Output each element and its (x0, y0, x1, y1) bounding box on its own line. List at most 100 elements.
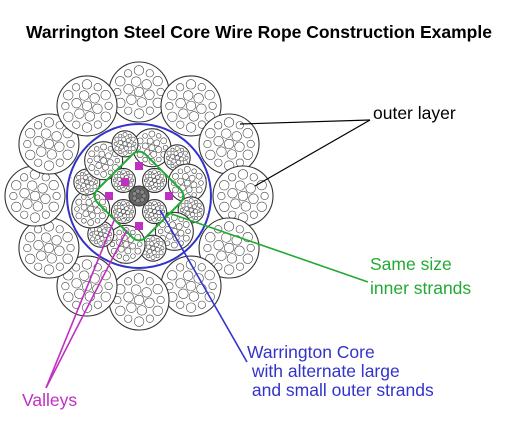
wire (9, 192, 18, 201)
wire (130, 136, 136, 142)
wire (84, 189, 90, 194)
outer-layer-leader-2 (254, 119, 371, 187)
wire (103, 224, 108, 228)
wire (80, 172, 85, 176)
wire (230, 198, 241, 209)
wire (204, 89, 215, 101)
wire (124, 69, 133, 78)
warrington-core-label-line-3: and small outer strands (247, 380, 434, 400)
wire (158, 228, 164, 235)
wire (124, 314, 133, 323)
wire (188, 291, 199, 302)
wire (74, 206, 80, 212)
wire (149, 181, 154, 186)
wire (182, 221, 190, 228)
wire (106, 159, 114, 166)
valley-marker (121, 178, 129, 186)
wire (185, 280, 197, 292)
wire (179, 156, 185, 162)
wire (88, 164, 96, 171)
wire (185, 210, 191, 216)
wire (177, 177, 185, 185)
wire (118, 133, 123, 138)
wire (188, 111, 199, 122)
wire (36, 146, 47, 157)
wire (190, 181, 198, 189)
wire (129, 242, 137, 250)
wire (124, 206, 129, 211)
wire (126, 94, 137, 105)
wire (166, 160, 172, 165)
wire (260, 191, 269, 200)
wire (105, 152, 112, 160)
wire (151, 205, 156, 210)
wire (128, 182, 134, 187)
wire (114, 146, 120, 151)
wire (205, 232, 216, 243)
wire (182, 234, 190, 242)
wire (118, 150, 123, 154)
wire (130, 146, 136, 151)
wire (99, 198, 106, 206)
wire (122, 132, 128, 137)
wire (122, 141, 128, 147)
wire (66, 139, 75, 148)
wire (234, 245, 245, 256)
wire (175, 278, 186, 289)
wire (176, 120, 185, 129)
wire (224, 264, 235, 275)
wire (152, 217, 157, 223)
wire (235, 158, 244, 167)
wire (100, 111, 111, 122)
valley-marker (105, 192, 113, 200)
wire (97, 227, 102, 233)
wire (100, 170, 108, 178)
wire (205, 149, 216, 160)
wire (104, 281, 113, 291)
wire (76, 174, 82, 180)
wire (19, 188, 30, 199)
wire (40, 193, 51, 204)
wire (74, 108, 85, 119)
wire (34, 225, 43, 234)
wire (113, 173, 119, 179)
wire (146, 244, 151, 250)
wire (89, 212, 96, 219)
wire (176, 300, 185, 309)
wire (116, 253, 122, 259)
core-outer-strand-small (111, 130, 139, 158)
wire (132, 191, 137, 197)
core-outer-strand-large (71, 189, 111, 229)
wire (41, 210, 50, 219)
wire (223, 117, 235, 128)
wire (94, 146, 100, 152)
wire (139, 189, 145, 195)
wire (23, 140, 32, 149)
wire (176, 263, 185, 272)
wire (152, 169, 157, 175)
wire (81, 122, 93, 133)
wire (198, 208, 203, 212)
wire (189, 212, 195, 217)
wire (178, 152, 183, 157)
wire (127, 133, 132, 138)
wire (120, 174, 125, 179)
valleys-leader-1 (45, 217, 116, 389)
wire (127, 142, 132, 148)
wire (242, 149, 253, 160)
outer-strands (4, 61, 274, 331)
wire (46, 253, 57, 264)
wire (85, 184, 91, 189)
wire (23, 244, 32, 253)
wire (135, 198, 141, 204)
wire (221, 128, 232, 139)
wire (235, 262, 244, 271)
wire (90, 236, 96, 242)
wire (208, 281, 217, 291)
wire (81, 218, 87, 224)
wire (148, 208, 153, 213)
wire (161, 178, 165, 183)
wire (185, 122, 197, 133)
wire (180, 202, 186, 208)
wire (147, 249, 153, 254)
